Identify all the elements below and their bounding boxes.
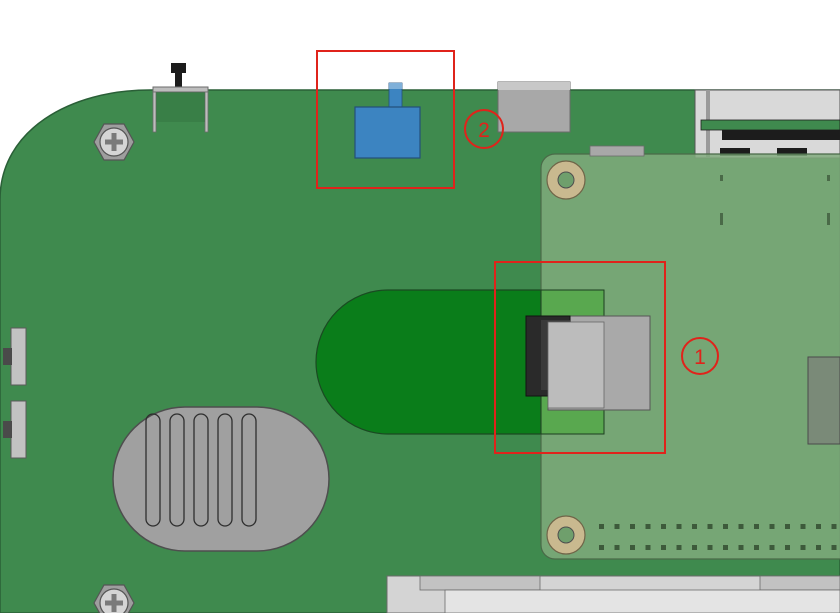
toggle-switch [152,63,209,133]
top-connector [497,81,571,133]
side-button-lower [3,400,27,459]
gpio-pin [614,545,620,550]
side-button-upper [3,327,27,386]
speaker-grille-icon [112,406,330,552]
gpio-pin [599,524,604,529]
gpio-pin [754,545,759,550]
gpio-pin [738,545,744,550]
mounting-hole-icon [546,160,586,200]
gpio-pin [785,545,790,550]
screw-icon [93,584,135,613]
mounting-hole-icon [546,515,586,555]
gpio-pin [769,545,775,550]
callout-number-2: 2 [478,119,490,142]
potentiometer-icon [354,82,421,159]
gpio-pin [723,545,728,550]
gpio-pin [707,545,713,550]
gpio-pin [707,524,713,529]
gpio-pin [645,524,651,529]
gpio-pin [800,524,806,529]
gpio-pin [738,524,744,529]
gpio-pin [816,545,821,550]
callout-box-2 [316,50,455,189]
gpio-pin [630,545,635,550]
gpio-pin [676,545,682,550]
gpio-pin [692,545,697,550]
sd-card-slot-icon [525,289,651,435]
gpio-pin [614,524,620,529]
gpio-pin [692,524,697,529]
sd-slot-cutout [315,289,543,435]
gpio-pin [661,545,666,550]
gpio-pin [831,524,837,529]
gpio-pin [754,524,759,529]
gpio-pin [645,545,651,550]
pi-chip [807,356,840,445]
gpio-pin [630,524,635,529]
gpio-pin [831,545,837,550]
gpio-pin [785,524,790,529]
gpio-pin [661,524,666,529]
callout-marker-2: 2 [464,109,504,149]
screw-icon [93,123,135,161]
gpio-pin [599,545,604,550]
callout-box-1 [494,261,666,454]
callout-marker-1: 1 [681,337,719,375]
pi-connector-top [589,145,645,157]
callout-number-1: 1 [694,346,706,369]
gpio-pin [800,545,806,550]
pi-small-pads [720,175,830,225]
top-right-connector [694,89,840,159]
gpio-pin [769,524,775,529]
gpio-pin [816,524,821,529]
gpio-pin [723,524,728,529]
gpio-header [599,524,837,550]
bottom-rail [386,575,840,613]
gpio-pin [676,524,682,529]
